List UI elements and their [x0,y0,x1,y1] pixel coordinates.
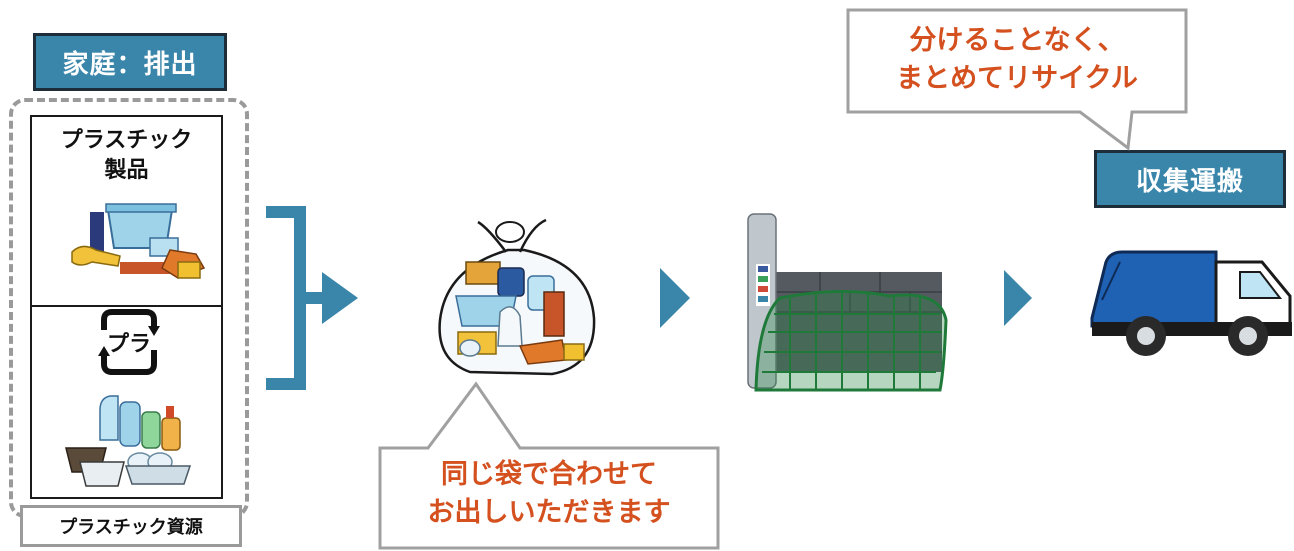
garbage-truck-illustration [1090,250,1292,356]
bracket-connector [266,206,306,390]
recycle-callout [846,8,1188,151]
collection-point-illustration [747,213,948,392]
plastic-bag-illustration [438,218,596,376]
recycle-callout-line1: 分けることなく、 [909,25,1125,56]
panel-divider [30,305,223,307]
bag-callout [378,381,720,550]
recycle-callout-text: 分けることなく、 まとめてリサイクル [850,22,1184,98]
plastic-containers-illustration [65,395,192,487]
flow-arrow-1 [660,268,690,328]
plastic-panel [30,115,223,499]
bracket-arrowhead [322,272,358,324]
recycle-mark-text: プラ [107,332,151,357]
flow-arrow-2 [1004,270,1032,326]
plastic-products-illustration [71,203,206,279]
bag-callout-text: 同じ袋で合わせて お出しいただきます [382,456,716,532]
household-label: 家庭：排出 [33,33,227,91]
plastic-resources-label: プラスチック資源 [20,505,242,547]
bag-callout-line1: 同じ袋で合わせて [441,459,657,490]
plastic-products-title-line1: プラスチック [60,128,193,153]
recycle-callout-line2: まとめてリサイクル [896,63,1138,94]
plastic-products-title-line2: 製品 [104,158,149,183]
collection-label: 収集運搬 [1094,150,1286,208]
plastic-products-title: プラスチック 製品 [30,126,223,186]
bag-callout-line2: お出しいただきます [427,497,671,528]
bracket-stem [300,292,324,304]
plastic-recycle-mark-icon: プラ [98,309,160,375]
